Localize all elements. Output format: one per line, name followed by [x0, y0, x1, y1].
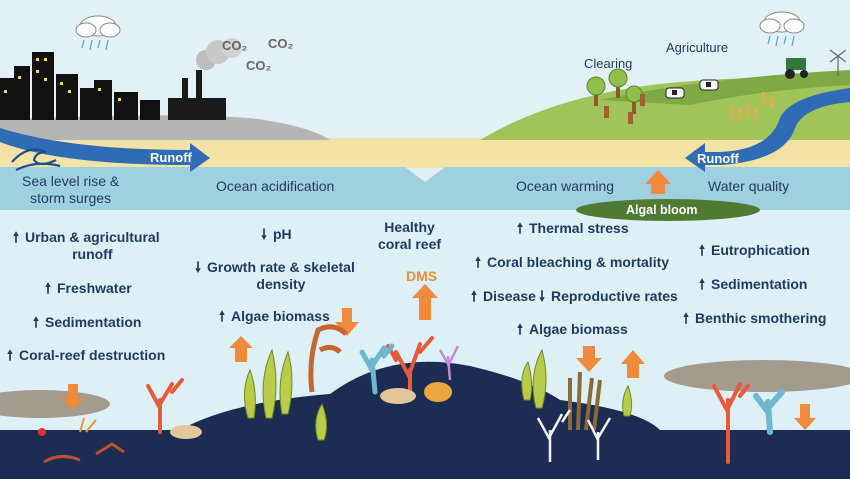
co2-label: CO₂ [268, 36, 294, 51]
arrow-down-icon: 🠗 [194, 259, 201, 275]
arrow-down-icon: 🠗 [538, 288, 545, 304]
arrow-up-icon: 🠕 [682, 310, 689, 326]
runoff-arrow-right [685, 88, 850, 172]
effect-item: 🠕Coral-reef destruction [4, 347, 165, 364]
co2-label: CO₂ [246, 58, 272, 73]
crop-field [730, 92, 773, 122]
arrow-down-icon: 🠗 [260, 226, 267, 242]
seaweed-icon [244, 348, 633, 441]
runoff-label-left: Runoff [150, 150, 192, 165]
effect-item: 🠕Algae biomass [216, 308, 330, 325]
wave-icon [11, 148, 61, 171]
runoff-arrow-left [0, 128, 210, 172]
effect-item: 🠕Eutrophication [696, 242, 810, 259]
effect-item: 🠕Sedimentation [30, 314, 141, 331]
algal-bloom-patch [576, 199, 760, 221]
effect-item: 🠕Urban & agricultural runoff [10, 229, 160, 263]
factory-icon [168, 38, 242, 120]
effect-item: 🠗Reproductive rates [536, 288, 678, 305]
warming-arrow [645, 170, 671, 194]
urban-ground [0, 115, 330, 140]
effect-item: 🠕Thermal stress [514, 220, 629, 237]
section-sea-level: Sea level rise & storm surges [22, 173, 120, 206]
bleached-coral [536, 409, 612, 462]
windmill-icon [829, 49, 847, 76]
ocean-surface-band [0, 167, 850, 210]
sediment-patch-right [664, 360, 850, 392]
arrow-up-icon: 🠕 [516, 220, 523, 236]
effect-item: 🠕Coral bleaching & mortality [472, 254, 669, 271]
cloud-rain-icon [75, 15, 121, 51]
healthy-reef-label: Healthy coral reef [378, 219, 442, 252]
tractor-icon [785, 58, 808, 79]
seafloor [0, 361, 850, 479]
arrow-up-icon: 🠕 [44, 280, 51, 296]
coral-icon [38, 378, 202, 464]
effect-item: 🠗pH [258, 226, 292, 243]
arrow-up-icon: 🠕 [474, 254, 481, 270]
sediment-patch-left [0, 390, 110, 418]
effect-item: 🠕Benthic smothering [680, 310, 826, 327]
effect-item: 🠕Disease [468, 288, 536, 305]
effect-item: 🠗Growth rate & skeletal density [192, 259, 355, 293]
arrow-up-icon: 🠕 [32, 314, 39, 330]
coral-icon [712, 382, 785, 464]
tree-icon [586, 68, 645, 124]
section-ocean-warming: Ocean warming [516, 178, 615, 194]
cloud-rain-icon [759, 11, 805, 47]
algal-bloom-label: Algal bloom [626, 203, 698, 217]
cow-icon [665, 79, 719, 99]
coral-icon [359, 336, 460, 404]
effect-item: 🠕Freshwater [42, 280, 132, 297]
co2-label: CO₂ [222, 38, 248, 53]
runoff-label-right: Runoff [697, 151, 739, 166]
section-ocean-acidification: Ocean acidification [216, 178, 335, 194]
arrow-up-icon: 🠕 [516, 321, 523, 337]
arrow-up-icon: 🠕 [218, 308, 225, 324]
agriculture-label: Agriculture [666, 40, 729, 55]
section-water-quality: Water quality [708, 178, 790, 194]
arrow-up-icon: 🠕 [698, 242, 705, 258]
arrow-up-icon: 🠕 [470, 288, 477, 304]
effect-item: 🠕Algae biomass [514, 321, 628, 338]
arrow-up-icon: 🠕 [6, 347, 13, 363]
dms-label: DMS [406, 268, 438, 284]
arrow-up-icon: 🠕 [698, 276, 705, 292]
effect-arrows [61, 284, 816, 430]
arrow-up-icon: 🠕 [12, 229, 19, 245]
clearing-label: Clearing [584, 56, 633, 71]
city-skyline-icon [0, 52, 160, 120]
effect-item: 🠕Sedimentation [696, 276, 807, 293]
